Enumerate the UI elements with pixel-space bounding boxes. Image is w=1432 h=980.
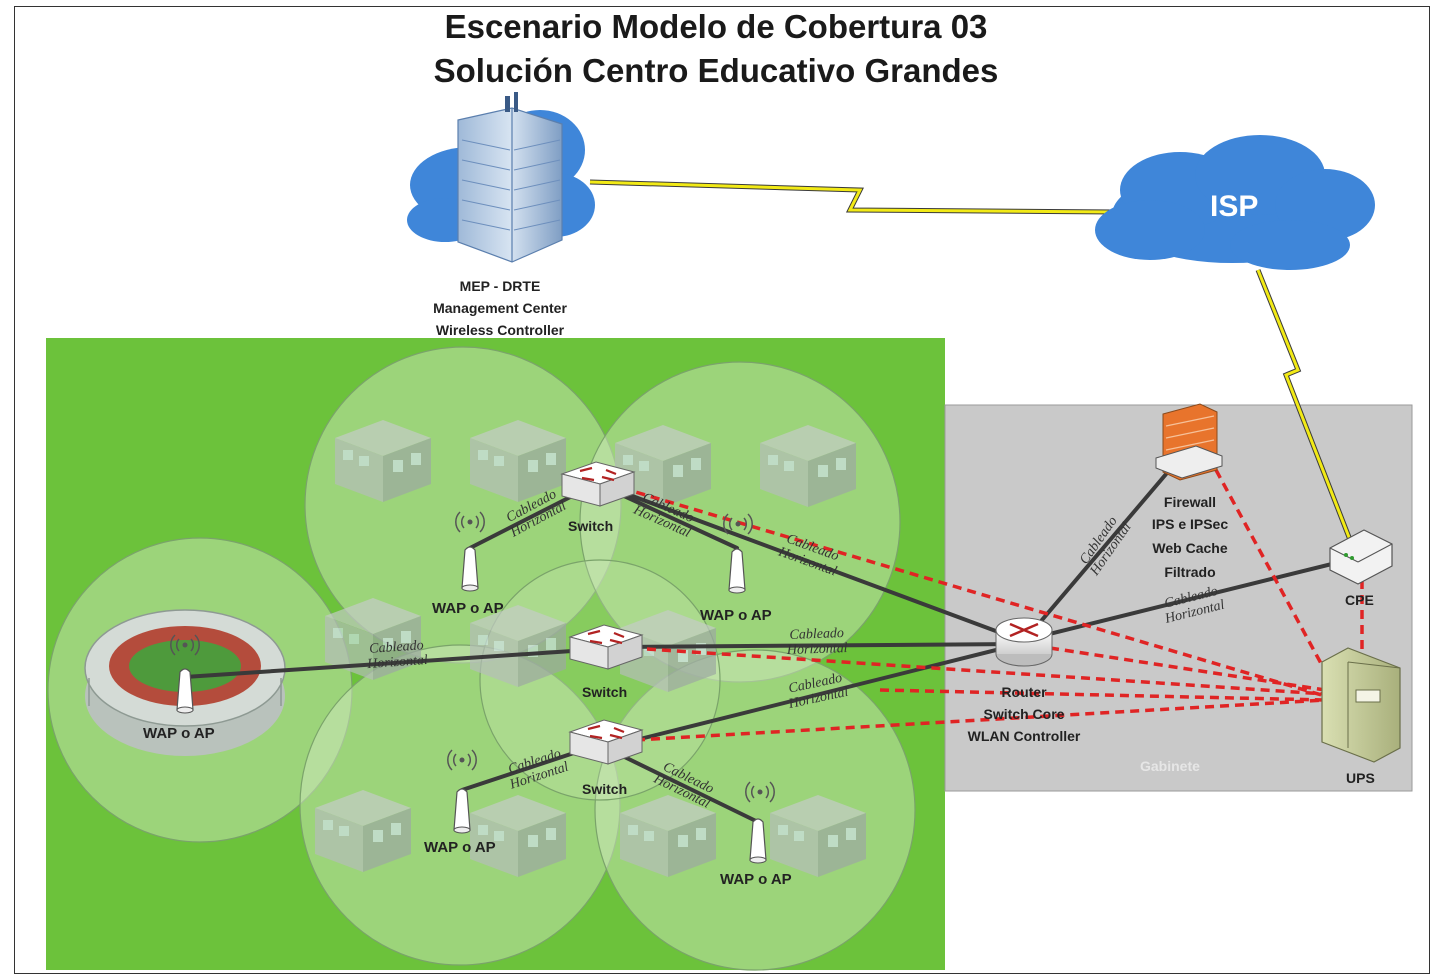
wap-label-4: WAP o AP (424, 839, 496, 856)
ap-icon-5 (749, 818, 767, 864)
firewall-label-line3: Web Cache (1152, 540, 1228, 556)
cable-label-5: Cableado Horizontal (772, 625, 863, 658)
ap-icon-4 (453, 788, 471, 834)
router-label-line1: Router (1001, 684, 1047, 700)
firewall-label-line4: Filtrado (1164, 564, 1216, 580)
router-label-line2: Switch Core (983, 706, 1065, 722)
diagram-title-line2: Solución Centro Educativo Grandes (433, 52, 999, 89)
router-label-line3: WLAN Controller (967, 728, 1081, 744)
wap-label-1: WAP o AP (432, 600, 504, 617)
cable-label-5-word2: Horizontal (786, 640, 848, 659)
cpe-label: CPE (1345, 592, 1374, 608)
wireless-links-fill (589, 180, 1354, 546)
diagram-title-line1: Escenario Modelo de Cobertura 03 (444, 8, 988, 45)
mep-label-line3: Wireless Controller (435, 322, 565, 338)
isp-cloud (1095, 135, 1375, 270)
mep-label-line2: Management Center (433, 300, 567, 316)
stadium (84, 609, 286, 756)
mep-label-line1: MEP - DRTE (459, 278, 541, 294)
switch-label-middle: Switch (582, 684, 628, 700)
isp-label: ISP (1210, 190, 1259, 223)
switch-label-top: Switch (568, 518, 614, 534)
wap-label-2: WAP o AP (700, 607, 772, 624)
router-device (995, 617, 1053, 667)
ap-icon-3 (176, 668, 194, 714)
mep-building (407, 92, 595, 263)
switch-label-bottom: Switch (582, 781, 628, 797)
cpe-device (1329, 529, 1393, 585)
ups-device (1321, 647, 1401, 763)
cable-label-4: Cableado Horizontal (351, 637, 443, 673)
ap-icon-2 (728, 548, 746, 594)
ups-label: UPS (1346, 770, 1375, 786)
ap-icon-1 (461, 546, 479, 592)
wap-label-5: WAP o AP (720, 871, 792, 888)
cabinet-label: Gabinete (1140, 758, 1200, 774)
firewall-label-line2: IPS e IPSec (1151, 516, 1229, 532)
firewall-label-line1: Firewall (1163, 494, 1217, 510)
firewall-device (1155, 403, 1223, 481)
wap-label-3: WAP o AP (143, 725, 215, 742)
